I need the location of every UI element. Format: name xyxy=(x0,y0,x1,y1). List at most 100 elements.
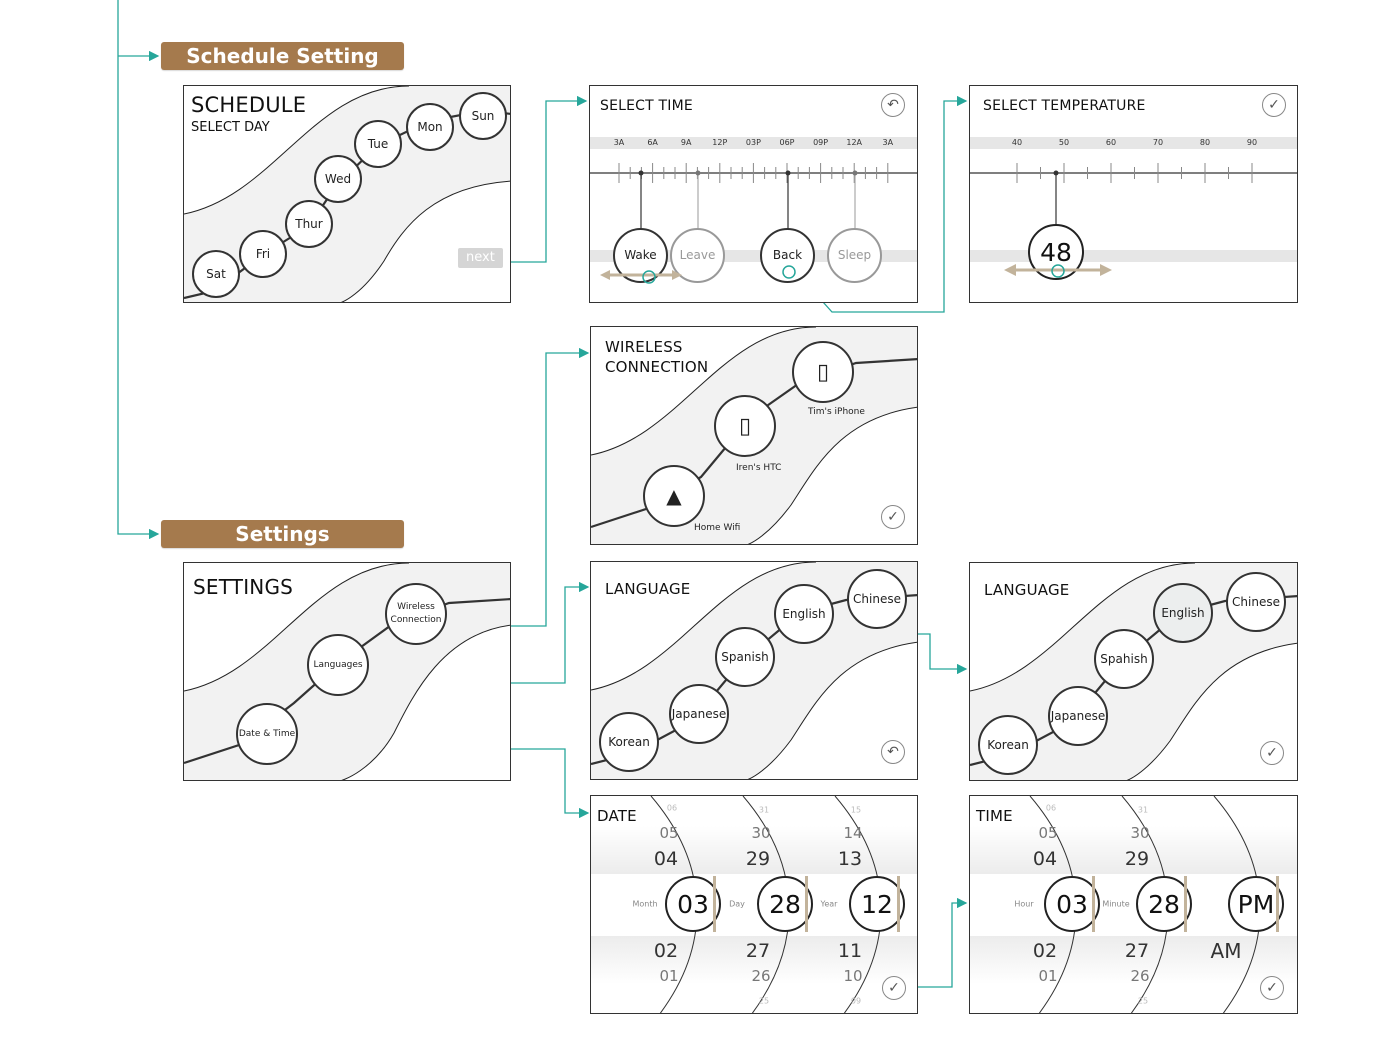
language-spanish[interactable]: Spahish xyxy=(1094,629,1154,689)
wheel-value[interactable]: 01 xyxy=(659,967,679,985)
vertical-drag-arrow-icon xyxy=(805,876,808,932)
wheel-value[interactable]: 11 xyxy=(837,940,863,962)
tick-label: 60 xyxy=(1105,138,1117,147)
wheel-caption: Hour xyxy=(1014,899,1034,909)
wheel-value[interactable]: 29 xyxy=(745,848,771,870)
day-thur[interactable]: Thur xyxy=(285,200,333,248)
device-home-wifi[interactable]: ▲ xyxy=(643,465,705,527)
tick-label: 12P xyxy=(712,138,728,147)
wheel-value[interactable]: 31 xyxy=(758,805,770,815)
wheel-selected-value[interactable]: 03 xyxy=(665,876,721,932)
settings-item-wireless[interactable]: Wireless Connection xyxy=(385,583,447,645)
wheel-caption: Day xyxy=(729,899,745,909)
day-wed[interactable]: Wed xyxy=(314,155,362,203)
language-confirm-screen: LANGUAGE Korean Japanese Spahish English… xyxy=(969,562,1298,781)
schedule-screen: SCHEDULE SELECT DAY Sat Fri Thur Wed Tue… xyxy=(183,85,511,303)
wheel-selected-value[interactable]: 28 xyxy=(1136,876,1192,932)
day-fri[interactable]: Fri xyxy=(239,230,287,278)
wheel-value[interactable]: 30 xyxy=(1130,824,1150,842)
wheel-value[interactable]: 29 xyxy=(1124,848,1150,870)
marker-back[interactable]: Back xyxy=(760,228,815,283)
language-spanish[interactable]: Spanish xyxy=(715,627,775,687)
screen-title: SELECT TEMPERATURE xyxy=(983,98,1146,114)
wheel-value[interactable]: 05 xyxy=(1038,824,1058,842)
language-english-selected[interactable]: English xyxy=(1153,583,1213,643)
day-mon[interactable]: Mon xyxy=(406,103,454,151)
vertical-drag-arrow-icon xyxy=(1276,876,1279,932)
wheel-value[interactable]: 06 xyxy=(1045,803,1057,813)
check-icon[interactable]: ✓ xyxy=(1260,741,1284,765)
wheel-band-bottom xyxy=(591,936,917,984)
day-tue[interactable]: Tue xyxy=(354,120,402,168)
wheel-selected-value[interactable]: 28 xyxy=(757,876,813,932)
language-korean[interactable]: Korean xyxy=(978,715,1038,775)
wheel-value[interactable]: 01 xyxy=(1038,967,1058,985)
screen-title: SELECT TIME xyxy=(600,98,693,114)
wheel-caption: Minute xyxy=(1102,899,1130,909)
wireless-screen: WIRELESS CONNECTION ▲ Home Wifi ▯ Iren's… xyxy=(590,326,918,545)
wheel-selected-value[interactable]: 03 xyxy=(1044,876,1100,932)
settings-item-languages[interactable]: Languages xyxy=(307,634,369,696)
screen-title: DATE xyxy=(597,807,637,825)
marker-sleep[interactable]: Sleep xyxy=(827,228,882,283)
phone-icon: ▯ xyxy=(816,359,830,385)
settings-item-date-time[interactable]: Date & Time xyxy=(236,703,298,765)
wheel-selected-value[interactable]: PM xyxy=(1228,876,1284,932)
wheel-value[interactable]: 14 xyxy=(843,824,863,842)
wheel-band-top xyxy=(591,826,917,874)
wheel-value[interactable]: 31 xyxy=(1137,805,1149,815)
undo-icon[interactable]: ↶ xyxy=(881,93,905,117)
next-button[interactable]: next xyxy=(458,248,503,268)
language-chinese[interactable]: Chinese xyxy=(1226,572,1286,632)
language-english[interactable]: English xyxy=(774,584,834,644)
wheel-value[interactable]: 15 xyxy=(850,805,862,815)
tick-label: 3A xyxy=(613,138,625,147)
screen-title: LANGUAGE xyxy=(605,580,691,598)
device-irens-htc[interactable]: ▯ xyxy=(714,395,776,457)
day-sun[interactable]: Sun xyxy=(459,92,507,140)
wheel-value[interactable]: 25 xyxy=(1137,996,1149,1006)
wheel-band-bottom xyxy=(970,936,1297,984)
language-chinese[interactable]: Chinese xyxy=(847,569,907,629)
wheel-value[interactable]: AM xyxy=(1210,939,1242,963)
wheel-value[interactable]: 04 xyxy=(1032,848,1058,870)
wheel-value[interactable]: 05 xyxy=(659,824,679,842)
wheel-value[interactable]: 06 xyxy=(666,803,678,813)
check-icon[interactable]: ✓ xyxy=(882,976,906,1000)
check-icon[interactable]: ✓ xyxy=(1262,93,1286,117)
wheel-value[interactable]: 13 xyxy=(837,848,863,870)
wheel-value[interactable]: 09 xyxy=(850,996,862,1006)
wheel-value[interactable]: 10 xyxy=(843,967,863,985)
wheel-caption: Month xyxy=(632,899,658,909)
wifi-tower-icon: ▲ xyxy=(666,483,682,508)
undo-icon[interactable]: ↶ xyxy=(881,740,905,764)
screen-title: TIME xyxy=(976,807,1013,825)
wheel-value[interactable]: 27 xyxy=(1124,940,1150,962)
day-sat[interactable]: Sat xyxy=(192,250,240,298)
tick-label: 09P xyxy=(813,138,829,147)
drag-arrow-icon xyxy=(1004,264,1112,278)
time-axis xyxy=(590,163,917,236)
wheel-value[interactable]: 25 xyxy=(758,996,770,1006)
tick-label: 03P xyxy=(745,138,761,147)
tick-label: 12A xyxy=(846,138,863,147)
language-korean[interactable]: Korean xyxy=(599,712,659,772)
screen-title: SETTINGS xyxy=(193,575,294,599)
tick-label: 70 xyxy=(1152,138,1164,147)
check-icon[interactable]: ✓ xyxy=(881,505,905,529)
tick-label: 50 xyxy=(1058,138,1070,147)
language-japanese[interactable]: Japanese xyxy=(669,684,729,744)
check-icon[interactable]: ✓ xyxy=(1260,976,1284,1000)
wheel-selected-value[interactable]: 12 xyxy=(849,876,905,932)
wheel-value[interactable]: 27 xyxy=(745,940,771,962)
wheel-value[interactable]: 26 xyxy=(751,967,771,985)
device-tims-iphone[interactable]: ▯ xyxy=(792,341,854,403)
wheel-value[interactable]: 04 xyxy=(653,848,679,870)
temp-axis-band xyxy=(970,137,1297,149)
tick-label: 3A xyxy=(882,138,894,147)
wheel-value[interactable]: 02 xyxy=(653,940,679,962)
wheel-value[interactable]: 02 xyxy=(1032,940,1058,962)
language-japanese[interactable]: Japanese xyxy=(1048,686,1108,746)
wheel-value[interactable]: 26 xyxy=(1130,967,1150,985)
wheel-value[interactable]: 30 xyxy=(751,824,771,842)
